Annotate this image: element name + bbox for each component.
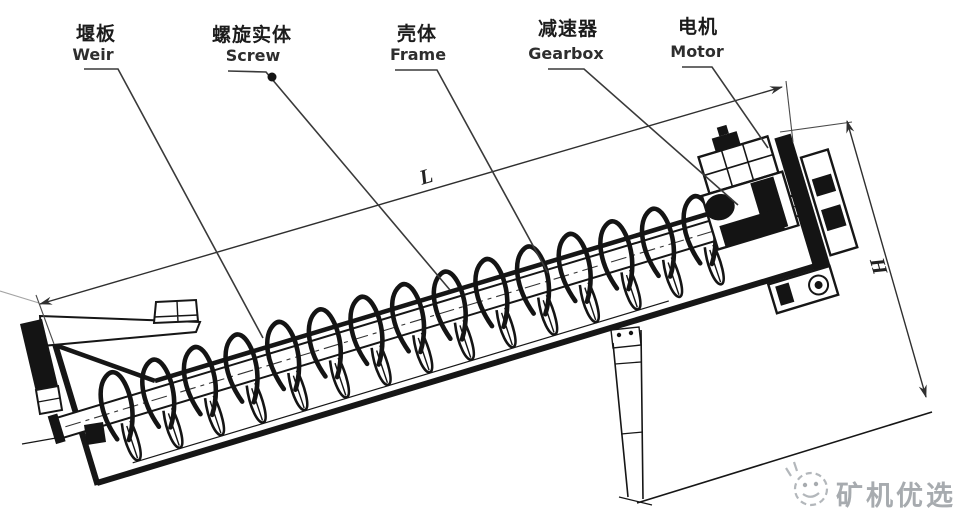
leader-lines (84, 66, 769, 339)
dimension-H-label: H (865, 254, 893, 278)
leader-gearbox (548, 68, 739, 206)
leader-screw-dot (267, 72, 277, 82)
svg-text:Frame: Frame (390, 45, 446, 64)
label-screw: 螺旋实体 Screw (212, 23, 292, 65)
leader-screw (227, 70, 451, 291)
leader-motor (682, 66, 769, 149)
svg-text:Motor: Motor (670, 42, 724, 61)
machine-body (47, 124, 859, 486)
label-gearbox: 减速器 Gearbox (528, 17, 604, 63)
support-leg (610, 326, 653, 506)
watermark-sparkle-icon (785, 461, 799, 477)
dimension-L: L (0, 80, 794, 345)
leader-frame (395, 69, 549, 274)
svg-text:减速器: 减速器 (538, 17, 598, 40)
watermark: 矿机优选 (785, 461, 954, 512)
watermark-logo-icon (793, 471, 829, 507)
svg-text:壳体: 壳体 (396, 22, 437, 45)
svg-text:堰板: 堰板 (76, 22, 116, 45)
ground-line (636, 411, 933, 504)
svg-text:Screw: Screw (226, 46, 281, 65)
svg-text:Gearbox: Gearbox (528, 44, 604, 63)
label-motor: 电机 Motor (670, 15, 724, 61)
weir-assembly (20, 298, 202, 445)
dimension-H: H (779, 120, 927, 398)
svg-text:电机: 电机 (678, 15, 718, 38)
callout-labels: 堰板 Weir 螺旋实体 Screw 壳体 Frame 减速器 Gearbox … (72, 15, 723, 65)
dimension-L-label: L (415, 163, 435, 190)
label-frame: 壳体 Frame (390, 22, 446, 64)
watermark-text: 矿机优选 (836, 480, 954, 512)
svg-text:Weir: Weir (72, 45, 113, 64)
label-weir: 堰板 Weir (72, 22, 116, 64)
leader-weir (84, 68, 264, 339)
svg-text:螺旋实体: 螺旋实体 (212, 23, 292, 46)
